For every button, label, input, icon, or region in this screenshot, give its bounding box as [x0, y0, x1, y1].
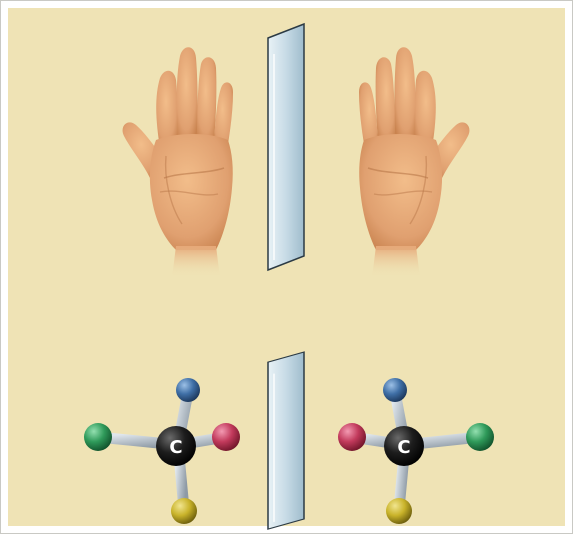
mirror-top [267, 23, 305, 271]
atom-carbon [384, 426, 424, 466]
atom-yellow [171, 498, 197, 524]
atom-red [212, 423, 240, 451]
atom-blue [383, 378, 407, 402]
atom-green [466, 423, 494, 451]
atom-green [84, 423, 112, 451]
atom-yellow [386, 498, 412, 524]
carbon-label: C [169, 437, 182, 458]
atom-carbon [156, 426, 196, 466]
atom-blue [176, 378, 200, 402]
carbon-label: C [397, 437, 410, 458]
mirror-bottom [267, 351, 305, 531]
right-molecule: C [338, 378, 494, 524]
left-molecule: C [84, 378, 240, 524]
atom-red [338, 423, 366, 451]
